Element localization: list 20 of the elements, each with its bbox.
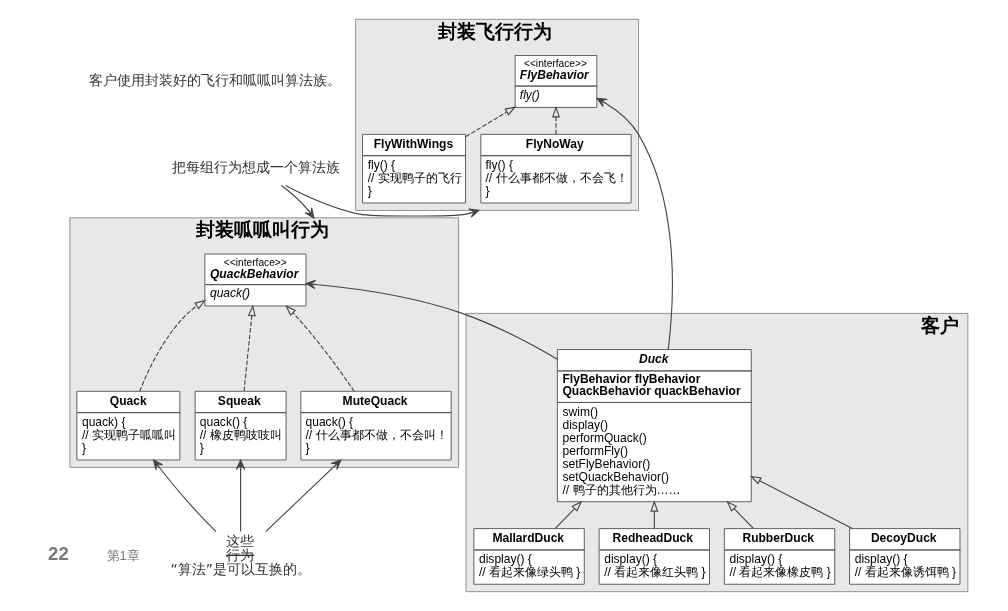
arrow — [725, 500, 754, 530]
arrow — [596, 97, 673, 351]
arrow — [152, 459, 217, 533]
arrow — [280, 185, 314, 219]
arrow — [235, 459, 245, 533]
arrow — [284, 184, 479, 218]
arrow — [243, 304, 256, 392]
label: 客户使用封装好的飞行和呱呱叫算法族。 — [88, 71, 341, 88]
label: 22 — [47, 543, 69, 565]
arrow — [304, 279, 558, 360]
arrow — [264, 459, 341, 533]
arrow — [464, 106, 516, 138]
node-text: 这些 行为 “算法”是可以互换的。 — [170, 532, 311, 577]
arrow — [749, 475, 853, 530]
arrow — [138, 299, 206, 392]
node-text: 把每组行为想成一个算法族 — [171, 158, 340, 175]
arrow — [554, 500, 582, 530]
arrow — [284, 305, 355, 392]
label: 第1章 — [106, 547, 140, 563]
arrow — [551, 105, 560, 135]
